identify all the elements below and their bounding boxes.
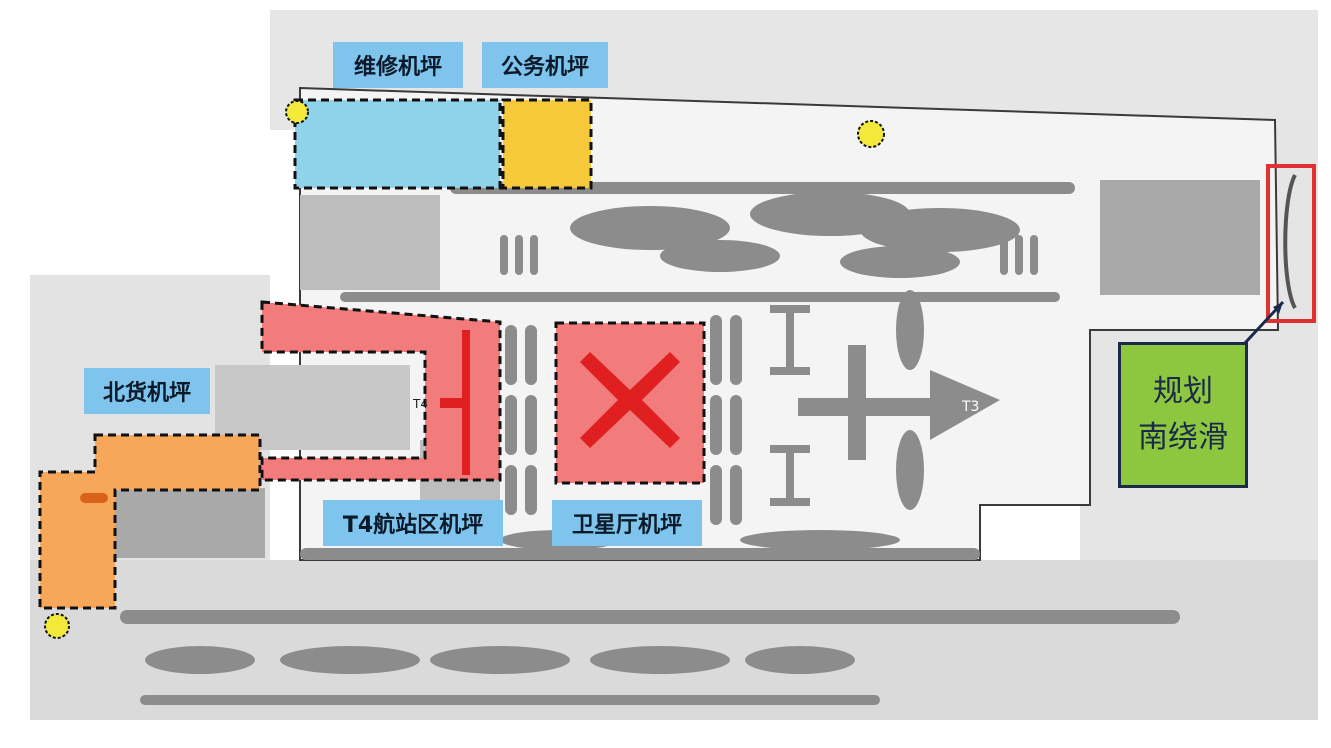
planned-south-taxiway-label: 规划 南绕滑	[1118, 342, 1248, 488]
marker-north	[857, 120, 885, 148]
plan-line1: 规划	[1153, 374, 1213, 409]
t4-apron-label: T4航站区机坪	[323, 500, 503, 546]
west-building	[115, 488, 265, 558]
plan-line2: 南绕滑	[1138, 420, 1228, 455]
marker-nw	[285, 100, 309, 124]
apron-islands	[505, 305, 810, 525]
t4-pier-cross	[440, 398, 470, 408]
planned-taxiway-route	[1283, 174, 1297, 309]
planned-taxiway-box	[1266, 164, 1316, 323]
cargo-apron	[38, 433, 262, 610]
pointer-arrowhead	[1273, 302, 1283, 314]
cargo-stand	[80, 493, 108, 503]
marker-sw	[44, 613, 70, 639]
north-cargo-building	[300, 195, 440, 290]
satellite-building	[580, 352, 680, 448]
t3-terminal	[798, 290, 1000, 510]
maintenance-apron-label: 维修机坪	[333, 42, 463, 88]
maintenance-apron	[293, 98, 502, 190]
t4-label: T4	[412, 397, 428, 411]
south-area	[30, 560, 1318, 720]
official-apron	[501, 98, 593, 190]
satellite-apron-label: 卫星厅机坪	[552, 500, 702, 546]
east-building	[1100, 180, 1260, 295]
south-taxiway-islands	[120, 610, 1180, 705]
north-cargo-apron-label: 北货机坪	[84, 368, 210, 414]
taxiway-islands	[300, 182, 1075, 560]
t3-label: T3	[961, 399, 979, 415]
t4-apron	[260, 300, 502, 482]
official-apron-label: 公务机坪	[482, 42, 608, 88]
